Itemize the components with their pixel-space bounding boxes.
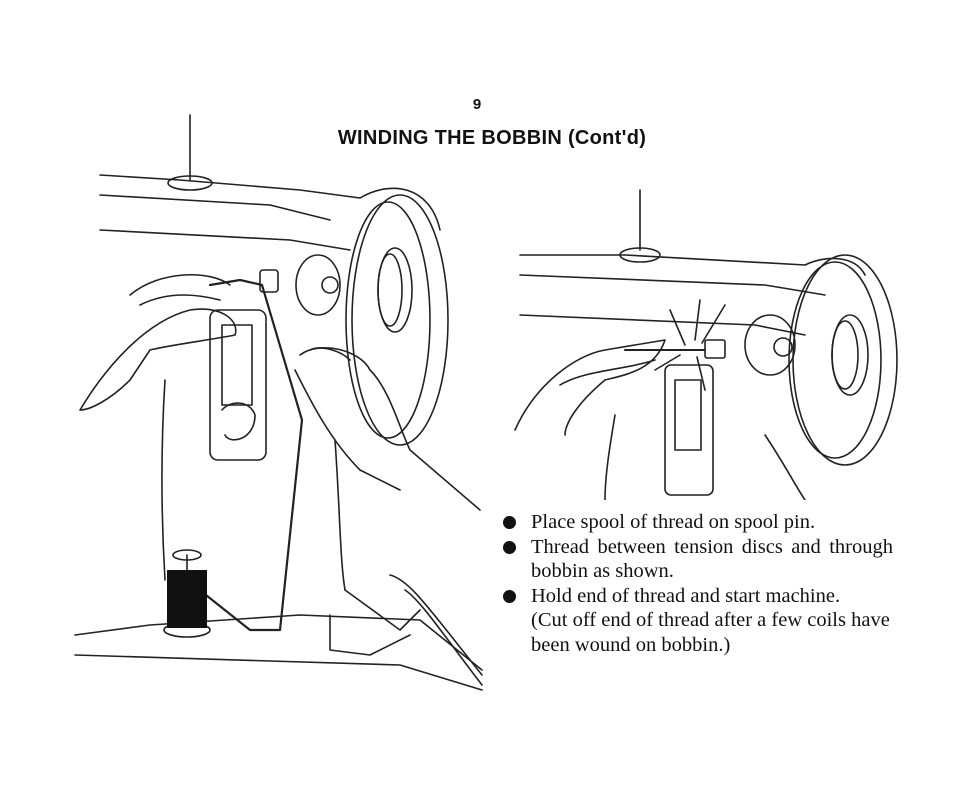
- sewing-machine-illustration: [74, 114, 483, 691]
- instruction-step-3: Hold end of thread and start machine. (C…: [503, 584, 893, 658]
- instruction-step-1: Place spool of thread on spool pin.: [503, 510, 893, 535]
- instruction-step-2: Thread between tension discs and through…: [503, 535, 893, 584]
- bullet-icon: [503, 540, 516, 554]
- instruction-step-text: Hold end of thread and start machine.: [531, 584, 841, 607]
- bullet-icon: [503, 516, 516, 529]
- instruction-step-text: Thread between tension discs and through…: [531, 535, 893, 583]
- instruction-list: Place spool of thread on spool pin. Thre…: [503, 510, 893, 657]
- bullet-icon: [503, 589, 516, 603]
- bobbin-winder-closeup-illustration: [514, 189, 898, 500]
- page-title: WINDING THE BOBBIN (Cont'd): [337, 127, 647, 149]
- instruction-step-text: Place spool of thread on spool pin.: [531, 511, 816, 533]
- instruction-step-note: (Cut off end of thread after a few coils…: [531, 609, 890, 656]
- page-number: 9: [472, 96, 482, 113]
